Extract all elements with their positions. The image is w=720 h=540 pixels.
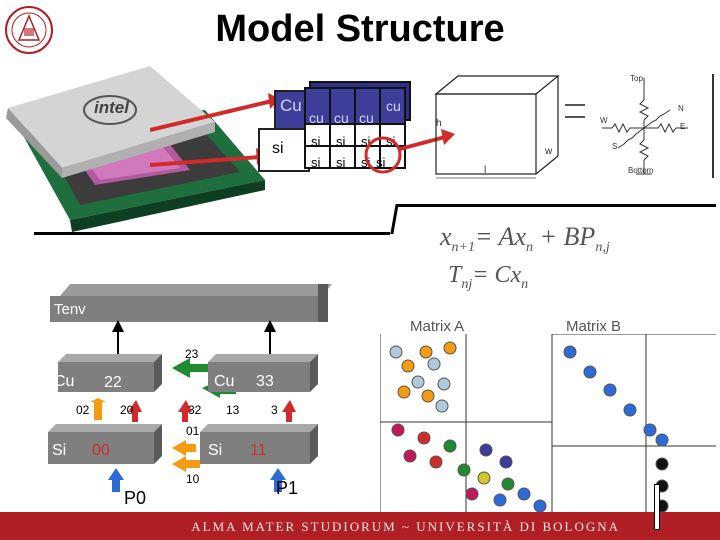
network-right-edge (712, 74, 714, 178)
node-cu0-label: Cu (54, 373, 75, 390)
cell-dimension-l: l (484, 165, 487, 176)
sparsity-matrices (380, 334, 716, 512)
node-si0-label: Si (52, 442, 67, 459)
link-32: 32 (188, 403, 202, 417)
equals-sign (565, 104, 585, 118)
cell-top-0: cu (309, 110, 324, 126)
divider-left (34, 232, 390, 235)
node-cu1-label: Cu (214, 373, 235, 390)
link-10: 10 (186, 472, 200, 486)
node-cu0-id: 22 (104, 374, 122, 391)
network-n-label: N (678, 104, 684, 113)
network-s-label: S (612, 142, 618, 151)
cell-bottom-6: si (361, 155, 371, 170)
university-seal-logo (5, 6, 53, 54)
tenv-bar (50, 296, 318, 322)
selected-cell-highlight (364, 129, 455, 174)
node-network (48, 320, 318, 492)
cell-bottom-0: si (311, 134, 321, 149)
network-bottom-label: Bottom (628, 166, 654, 175)
state-equation: xn+1= Axn + BPn,j (440, 222, 610, 256)
cell-bottom-4: si (311, 155, 321, 170)
resistor-network-drawing (602, 78, 688, 175)
intel-logo-text: intel (94, 98, 129, 117)
matrix-b-label: Matrix B (566, 318, 622, 335)
cell-dimension-h: h (436, 118, 442, 129)
cell-top-2: cu (359, 110, 374, 126)
tenv-bar-top (60, 284, 333, 296)
network-top-label: Top (630, 74, 643, 83)
node-si1-id: 11 (250, 442, 267, 459)
processor-chip-image (6, 66, 265, 232)
cell-grid (304, 81, 411, 169)
node-si1-label: Si (208, 442, 223, 459)
matrix-a-label: Matrix A (410, 318, 465, 335)
cell-bottom-7: si (376, 155, 386, 170)
link-02: 02 (76, 403, 90, 417)
link-23: 23 (185, 347, 199, 361)
link-20: 20 (120, 403, 134, 417)
link-01: 01 (186, 424, 200, 438)
footer-cursor-mark (654, 484, 660, 530)
link-13: 13 (226, 403, 240, 417)
cell-box-drawing (434, 75, 560, 179)
network-w-label: W (600, 116, 608, 125)
footer-bar (0, 512, 720, 540)
tenv-bar-side (318, 284, 328, 322)
tenv-label: Tenv (54, 301, 86, 318)
cell-top-3: cu (386, 98, 401, 114)
cell-bottom-2: si (361, 134, 371, 149)
output-equation: Tnj= Cxn (448, 262, 529, 292)
cell-bottom-1: si (336, 134, 346, 149)
node-si0-id: 00 (92, 442, 110, 459)
node-cu1-id: 33 (256, 373, 274, 390)
page-title: Model Structure (215, 8, 505, 50)
divider-slant (390, 204, 399, 234)
cu-layer-label: Cu (280, 96, 302, 115)
cell-top-1: cu (334, 110, 349, 126)
footer-text: ALMA MATER STUDIORUM ~ UNIVERSITÀ DI BOL… (191, 519, 620, 534)
proc-p0: P0 (124, 488, 147, 508)
proc-p1: P1 (276, 478, 299, 498)
si-layer-block (258, 128, 310, 172)
si-layer-label: si (272, 140, 284, 157)
link-3: 3 (271, 403, 278, 417)
cell-bottom-5: si (336, 155, 346, 170)
divider-right (398, 204, 716, 207)
network-e-label: E (680, 122, 686, 131)
cell-dimension-w: w (545, 146, 553, 157)
